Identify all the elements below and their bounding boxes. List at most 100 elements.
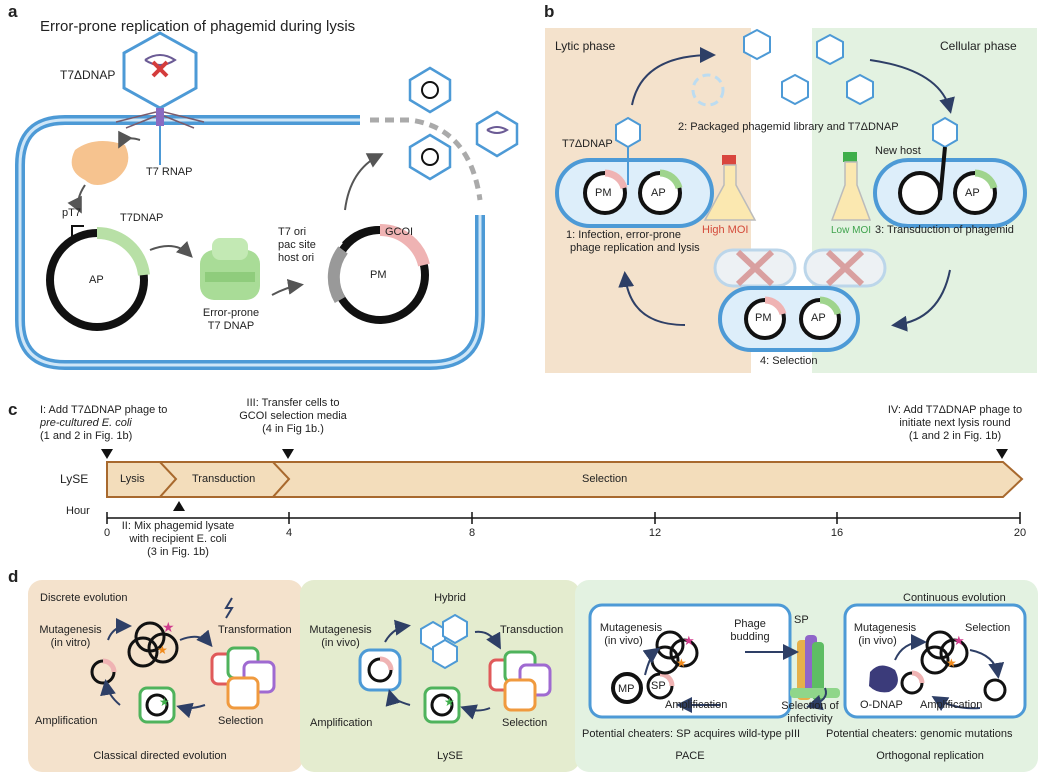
marker-iv xyxy=(996,449,1008,459)
error-prone-label-2: T7 DNAP xyxy=(207,320,255,332)
orth-mutagenesis-1: Mutagenesis xyxy=(853,622,917,634)
classical-label: Classical directed evolution xyxy=(93,750,227,762)
d-amplification-1: Amplification xyxy=(35,715,98,727)
hybrid-bg xyxy=(300,580,580,772)
pace-diagram: ★ ★ xyxy=(588,603,840,719)
marker-iii xyxy=(282,449,294,459)
packaged-phages xyxy=(691,28,874,107)
orth-selection: Selection xyxy=(965,622,1011,634)
note3-line3: (4 in Fig 1b.) xyxy=(262,423,324,435)
ori-label-2: pac site xyxy=(278,239,316,251)
lytic-phase-label: Lytic phase xyxy=(555,39,616,53)
phage-label: T7ΔDNAP xyxy=(60,68,116,82)
phage-budding-1: Phage xyxy=(734,618,766,630)
selection-label: Selection xyxy=(582,473,628,485)
error-prone-t7-dnap xyxy=(200,238,260,300)
svg-text:★: ★ xyxy=(157,643,168,657)
d-amplification-2: Amplification xyxy=(310,717,373,729)
mp-label: MP xyxy=(618,683,635,695)
low-moi-label: Low MOI xyxy=(831,225,872,236)
discrete-cycle: ★ ★ ★ xyxy=(90,597,276,724)
pace-label: PACE xyxy=(675,750,705,762)
note1-line2: pre-cultured E. coli xyxy=(40,417,132,429)
cheaters-pace: Potential cheaters: SP acquires wild-typ… xyxy=(582,728,801,740)
step4-label: 4: Selection xyxy=(760,355,818,367)
t7-phage xyxy=(115,31,205,129)
ap-label: AP xyxy=(89,274,104,286)
note4-line2: initiate next lysis round xyxy=(899,417,1011,429)
pm-label-a: PM xyxy=(370,269,387,281)
error-prone-label-1: Error-prone xyxy=(202,307,260,319)
d-selection-1: Selection xyxy=(218,715,264,727)
timeline-arrows xyxy=(106,461,1024,498)
pm-plasmid xyxy=(327,223,430,324)
odnap-label: O-DNAP xyxy=(860,699,903,711)
high-moi-label: High MOI xyxy=(702,224,749,236)
marker-ii xyxy=(173,501,185,511)
cellular-cell xyxy=(873,116,1027,228)
t7-rnap-label: T7 RNAP xyxy=(146,166,193,178)
mutagenesis-vivo-2: (in vivo) xyxy=(321,637,360,649)
dead-cells xyxy=(713,248,887,288)
svg-text:★: ★ xyxy=(159,695,170,709)
t7-rnap-blob xyxy=(71,141,129,185)
b-pm-label: PM xyxy=(595,187,612,199)
pace-mutagenesis-2: (in vivo) xyxy=(604,635,643,647)
ori-label-3: host ori xyxy=(278,252,315,264)
cheaters-orth: Potential cheaters: genomic mutations xyxy=(826,728,1013,740)
hybrid-title: Hybrid xyxy=(434,592,466,604)
panel-label-c: c xyxy=(8,400,18,419)
lyse-row-label: LySE xyxy=(60,472,89,486)
note3-line2: GCOI selection media xyxy=(239,410,347,422)
mutagenesis-vitro-2: (in vitro) xyxy=(50,637,91,649)
sel-pm-label: PM xyxy=(755,312,772,324)
ori-label-1: T7 ori xyxy=(278,226,307,238)
mutagenesis-vitro-1: Mutagenesis xyxy=(39,624,102,636)
svg-text:★: ★ xyxy=(444,695,455,709)
sp-inner-label: SP xyxy=(651,680,666,692)
discrete-title: Discrete evolution xyxy=(40,592,128,604)
sel-infectivity-2: infectivity xyxy=(787,713,833,725)
orthogonal-label: Orthogonal replication xyxy=(876,750,984,762)
lysis-label: Lysis xyxy=(120,473,145,485)
d-transduction: Transduction xyxy=(500,624,564,636)
svg-text:★: ★ xyxy=(162,619,175,635)
high-moi-flask xyxy=(703,155,757,221)
tick-0: 0 xyxy=(103,527,111,539)
hour-label: Hour xyxy=(66,505,90,517)
low-moi-flask xyxy=(830,152,872,221)
orth-mutagenesis-2: (in vivo) xyxy=(858,635,897,647)
tick-20: 20 xyxy=(1013,527,1027,539)
gcoi-label: GCOI xyxy=(385,226,414,238)
panel-a-cell xyxy=(15,115,485,370)
note1-line1: I: Add T7ΔDNAP phage to xyxy=(40,404,168,416)
note4-line3: (1 and 2 in Fig. 1b) xyxy=(908,430,1002,442)
b-ap-label-2: AP xyxy=(965,187,980,199)
svg-text:★: ★ xyxy=(946,656,957,670)
continuous-title: Continuous evolution xyxy=(903,592,1006,604)
note2-line2: with recipient E. coli xyxy=(129,533,227,545)
svg-text:★: ★ xyxy=(683,633,695,648)
hour-axis xyxy=(106,512,1021,524)
orthogonal-diagram: ★ ★ xyxy=(843,603,1027,719)
selection-cell xyxy=(718,286,860,352)
tick-4: 4 xyxy=(285,527,293,539)
tick-12: 12 xyxy=(648,527,662,539)
step1-label-1: 1: Infection, error-prone xyxy=(566,229,681,241)
tick-8: 8 xyxy=(468,527,476,539)
released-phages xyxy=(408,66,519,181)
svg-text:★: ★ xyxy=(676,656,687,670)
mutagenesis-vivo-1: Mutagenesis xyxy=(309,624,372,636)
lyse-d-label: LySE xyxy=(437,750,463,762)
hybrid-cycle: ★ xyxy=(358,613,552,724)
panel-label-a: a xyxy=(8,2,18,21)
step3-label: 3: Transduction of phagemid xyxy=(875,224,1014,236)
panel-label-d: d xyxy=(8,567,19,586)
note2-line3: (3 in Fig. 1b) xyxy=(147,546,209,558)
cellular-phase-label: Cellular phase xyxy=(940,39,1017,53)
svg-text:★: ★ xyxy=(953,633,965,648)
phage-budding-2: budding xyxy=(730,631,770,643)
transduction-label: Transduction xyxy=(192,473,256,485)
sp-top-label: SP xyxy=(794,614,809,626)
